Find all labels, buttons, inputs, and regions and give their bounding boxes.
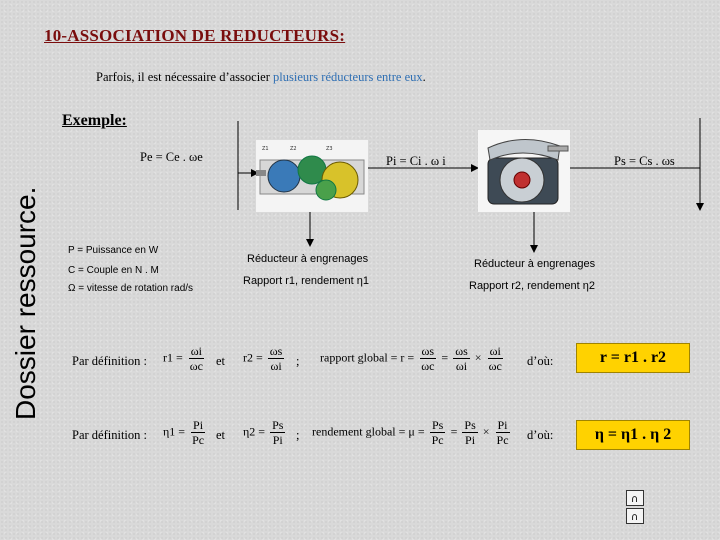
intro-before: Parfois, il est nécessaire d’associer xyxy=(96,70,274,84)
intro-text: Parfois, il est nécessaire d’associer pl… xyxy=(96,70,426,85)
rg-frac-1-den: ωc xyxy=(421,359,435,373)
r2-num: ωs xyxy=(267,344,285,359)
reducer2-ratio: Rapport r2, rendement η2 xyxy=(469,280,595,292)
eta2-den: Pi xyxy=(272,433,283,447)
row2-label: Par définition : xyxy=(72,428,147,442)
r1-den: ωc xyxy=(189,359,204,373)
rg-frac-2-num: ωs xyxy=(453,344,470,359)
arch-icon: ∩ xyxy=(631,512,638,523)
r2-symbol: r2 xyxy=(243,350,253,365)
svg-text:Z1: Z1 xyxy=(262,146,269,152)
row2-and: et xyxy=(216,428,226,442)
r1-num: ωi xyxy=(188,344,205,359)
intro-highlight: plusieurs réducteurs entre eux xyxy=(273,70,423,84)
rdg-frac-1-den: Pc xyxy=(431,433,444,447)
page-title: 10-ASSOCIATION DE REDUCTEURS: xyxy=(44,26,346,45)
eta1-den: Pc xyxy=(192,433,205,447)
svg-text:∩: ∩ xyxy=(631,512,638,523)
reducer1-ratio: Rapport r1, rendement η1 xyxy=(243,275,369,287)
rdg-frac-3-den: Pc xyxy=(496,433,509,447)
reducer1-name: Réducteur à engrenages xyxy=(247,253,369,265)
legend-torque: C = Couple en N . M xyxy=(68,265,159,276)
row2-dou: d’où: xyxy=(527,428,554,442)
rg-frac-3-num: ωi xyxy=(487,344,503,359)
r1-symbol: r1 xyxy=(163,350,173,365)
pi-formula: Pi = Ci . ω i xyxy=(386,154,446,168)
eta2-symbol: η2 xyxy=(243,424,256,439)
rdg-frac-3-num: Pi xyxy=(495,418,510,433)
row2-sep: ; xyxy=(296,428,300,442)
result-efficiency-box: η = η1 . η 2 xyxy=(576,420,690,450)
nav-up-button[interactable]: ∩ xyxy=(626,490,644,506)
reducer1-image: Z1 Z2 Z3 xyxy=(256,140,368,212)
reducer2-name: Réducteur à engrenages xyxy=(474,258,596,270)
rg-frac-2-den: ωi xyxy=(455,359,468,373)
row1-dou: d’où: xyxy=(527,354,554,368)
rdg-frac-2-num: Ps xyxy=(462,418,478,433)
row1-and: et xyxy=(216,354,226,368)
eta2-num: Ps xyxy=(270,418,286,433)
nav-home-button[interactable]: ∩ xyxy=(626,508,644,524)
arch-icon: ∩ xyxy=(631,494,638,505)
result-ratio-box: r = r1 . r2 xyxy=(576,343,690,373)
row1-sep: ; xyxy=(296,354,300,368)
pe-formula: Pe = Ce . ωe xyxy=(140,150,203,164)
rendement-global-label: rendement global = μ = xyxy=(312,424,425,439)
intro-after: . xyxy=(422,70,426,84)
example-heading: Exemple: xyxy=(62,112,127,129)
legend-power: P = Puissance en W xyxy=(68,245,159,256)
ps-formula: Ps = Cs . ωs xyxy=(614,154,675,168)
eta1-num: Pi xyxy=(191,418,206,433)
reducer2-image xyxy=(478,130,570,212)
rapport-global-label: rapport global = r = xyxy=(320,350,415,365)
row1-label: Par définition : xyxy=(72,354,147,368)
svg-text:∩: ∩ xyxy=(631,494,638,505)
rdg-frac-2-den: Pi xyxy=(465,433,476,447)
svg-text:Z2: Z2 xyxy=(290,146,297,152)
svg-text:Z3: Z3 xyxy=(326,146,333,152)
rg-frac-3-den: ωc xyxy=(488,359,502,373)
legend-speed: Ω = vitesse de rotation rad/s xyxy=(68,283,194,294)
r2-den: ωi xyxy=(270,359,282,373)
rg-frac-1-num: ωs xyxy=(419,344,437,359)
rdg-frac-1-num: Ps xyxy=(429,418,446,433)
eta1-symbol: η1 xyxy=(163,424,176,439)
